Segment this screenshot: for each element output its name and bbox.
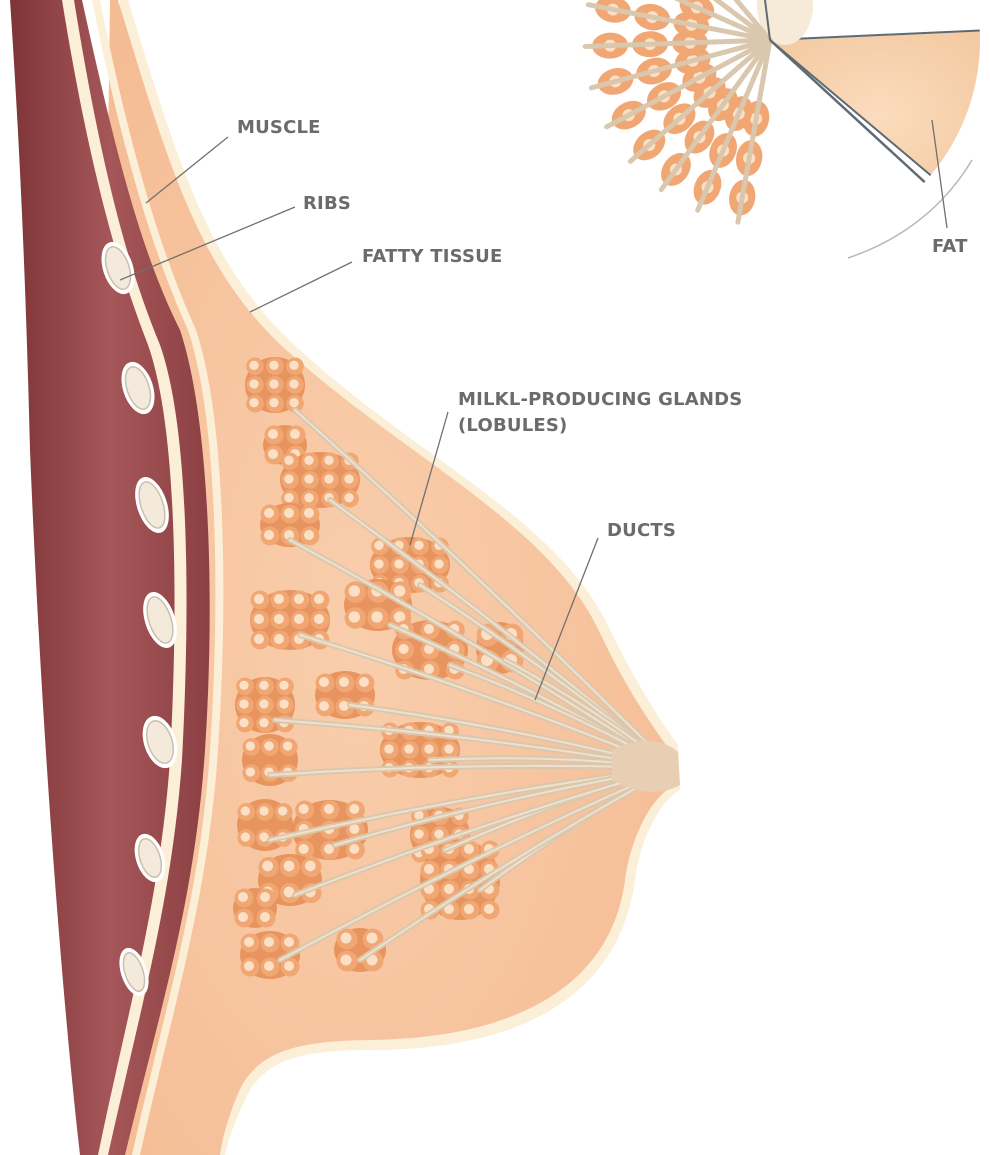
label-ducts-text: DUCTS: [607, 520, 676, 541]
label-glands-line1: MILKL-PRODUCING GLANDS: [458, 389, 742, 410]
label-muscle-text: MUSCLE: [237, 117, 321, 138]
inset-lobule-detail: [585, 0, 990, 258]
nipple: [612, 741, 680, 792]
inset-fat-wedge: [770, 30, 990, 200]
label-fatty-tissue-text: FATTY TISSUE: [362, 246, 502, 267]
lobule: [233, 888, 277, 928]
label-fatty-tissue: FATTY TISSUE: [250, 246, 502, 312]
label-glands-line2: (LOBULES): [458, 415, 567, 436]
lobule: [235, 677, 295, 733]
label-ribs-text: RIBS: [303, 193, 351, 214]
label-fat-text: FAT: [932, 236, 968, 257]
leader-fatty-tissue: [250, 262, 352, 312]
lobule: [237, 799, 293, 851]
lobule: [242, 734, 298, 786]
lobule: [245, 357, 305, 413]
lobule: [315, 671, 375, 719]
